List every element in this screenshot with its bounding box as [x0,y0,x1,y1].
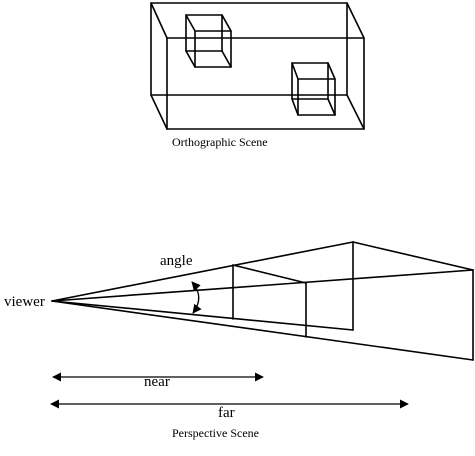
perspective-scene: viewer angle near far Perspective Scene [4,241,474,440]
far-label: far [218,405,235,421]
near-label: near [144,374,170,390]
cube-left [185,14,232,68]
far-plane [352,241,474,361]
cube-right [291,62,336,116]
orthographic-caption: Orthographic Scene [172,135,268,149]
angle-label: angle [160,253,193,269]
near-plane [232,264,307,338]
perspective-caption: Perspective Scene [172,426,259,440]
angle-arc [191,281,202,314]
orthographic-scene: Orthographic Scene [150,2,365,149]
frustum [51,241,474,361]
orthographic-volume-box [150,2,365,130]
viewer-label: viewer [4,294,45,310]
